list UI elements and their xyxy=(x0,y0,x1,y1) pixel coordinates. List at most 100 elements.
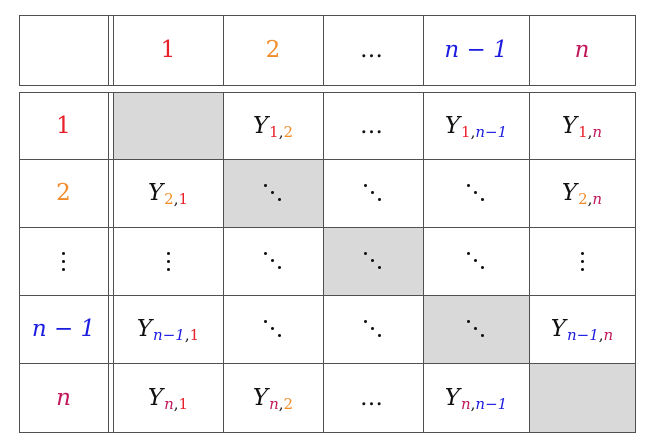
subscript-part: n−1 xyxy=(475,122,508,141)
subscript-part: n xyxy=(603,326,614,344)
subscript-part: n xyxy=(269,394,279,413)
diagonal-ellipsis xyxy=(362,182,384,204)
column-header-label: 1 xyxy=(160,37,176,63)
entry-symbol: Y xyxy=(147,180,164,206)
body-col-border-6 xyxy=(635,92,636,433)
header-col-border-6 xyxy=(635,15,636,86)
column-header-label: 2 xyxy=(265,37,281,63)
entry-subscript: 1,2 xyxy=(269,123,293,141)
row-header-4: n − 1 xyxy=(19,295,108,363)
diagonal-ellipsis xyxy=(262,250,284,272)
subscript-part: , xyxy=(470,122,476,141)
vertical-ellipsis xyxy=(166,251,170,271)
body-col-border-2 xyxy=(223,92,224,433)
entry-subscript: n,1 xyxy=(164,395,188,413)
subscript-part: , xyxy=(184,326,190,344)
subscript-part: 1 xyxy=(578,122,588,141)
body-row-border-4 xyxy=(19,363,636,364)
subscript-part: n xyxy=(592,122,603,141)
matrix-cell-r2-c2 xyxy=(223,159,323,227)
column-header-label: n − 1 xyxy=(444,37,508,63)
header-col-border-0 xyxy=(19,15,20,86)
entry-symbol: Y xyxy=(561,112,578,139)
subscript-part: 2 xyxy=(164,190,174,208)
subscript-part: , xyxy=(587,122,593,141)
subscript-part: , xyxy=(470,394,476,413)
header-col-border-5 xyxy=(529,15,530,86)
header-col-border-3 xyxy=(323,15,324,86)
header-double-border xyxy=(108,15,109,86)
entry-subscript: n,n−1 xyxy=(461,395,507,413)
entry-subscript: 1,n xyxy=(578,123,602,141)
body-col-border-1 xyxy=(113,92,114,433)
subscript-part: , xyxy=(278,122,284,141)
entry-symbol: Y xyxy=(444,384,460,411)
subscript-part: 2 xyxy=(283,394,294,413)
row-header-3 xyxy=(19,227,108,295)
body-row-border-2 xyxy=(19,227,636,228)
entry-symbol: Y xyxy=(136,316,153,342)
body-col-border-3 xyxy=(323,92,324,433)
matrix-cell-r2-c3 xyxy=(323,159,423,227)
entry-symbol: Y xyxy=(561,180,578,206)
subscript-part: 1 xyxy=(178,394,189,413)
matrix-cell-r3-c1 xyxy=(113,227,223,295)
column-header-label: n xyxy=(574,37,590,63)
body-row-border-1 xyxy=(19,159,636,160)
row-header-label: 1 xyxy=(56,112,71,139)
body-col-border-4 xyxy=(423,92,424,433)
subscript-part: , xyxy=(173,190,179,208)
diagonal-ellipsis xyxy=(362,318,384,340)
diagonal-ellipsis xyxy=(465,318,487,340)
subscript-part: , xyxy=(587,190,593,208)
row-header-5: n xyxy=(19,363,108,432)
entry-symbol: Y xyxy=(550,316,566,342)
matrix-cell-r3-c4 xyxy=(423,227,529,295)
diagonal-ellipsis xyxy=(465,250,487,272)
entry-subscript: n−1,n xyxy=(567,326,613,344)
header-col-border-2 xyxy=(223,15,224,86)
header-corner-cell xyxy=(19,15,108,85)
body-row-border-5 xyxy=(19,432,636,433)
subscript-part: 1 xyxy=(178,190,189,208)
row-header-1: 1 xyxy=(19,92,108,159)
body-row-border-0 xyxy=(19,92,636,93)
entry-subscript: n,2 xyxy=(269,395,293,413)
matrix-cell-r4-c4 xyxy=(423,295,529,363)
diagonal-ellipsis xyxy=(465,182,487,204)
diagonal-ellipsis xyxy=(262,318,284,340)
matrix-cell-r3-c2 xyxy=(223,227,323,295)
entry-symbol: Y xyxy=(147,384,164,411)
horizontal-ellipsis: … xyxy=(360,384,386,411)
row-header-2: 2 xyxy=(19,159,108,227)
matrix-cell-r1-c3: … xyxy=(323,92,423,159)
matrix-cell-r2-c4 xyxy=(423,159,529,227)
column-header-2: 2 xyxy=(223,15,323,85)
matrix-cell-r1-c1 xyxy=(113,92,223,159)
entry-symbol: Y xyxy=(252,112,269,139)
entry-subscript: 2,1 xyxy=(164,190,188,208)
horizontal-ellipsis: … xyxy=(360,37,386,63)
entry-subscript: 2,n xyxy=(578,190,602,208)
entry-subscript: n−1,1 xyxy=(153,326,199,344)
horizontal-ellipsis: … xyxy=(360,112,386,139)
header-col-border-4 xyxy=(423,15,424,86)
body-col-border-5 xyxy=(529,92,530,433)
subscript-part: n−1 xyxy=(566,326,599,344)
matrix-cell-r5-c3: … xyxy=(323,363,423,432)
subscript-part: n xyxy=(460,394,471,413)
entry-symbol: Y xyxy=(252,384,269,411)
subscript-part: 1 xyxy=(269,122,279,141)
subscript-part: 2 xyxy=(283,122,294,141)
body-double-border xyxy=(108,92,109,433)
